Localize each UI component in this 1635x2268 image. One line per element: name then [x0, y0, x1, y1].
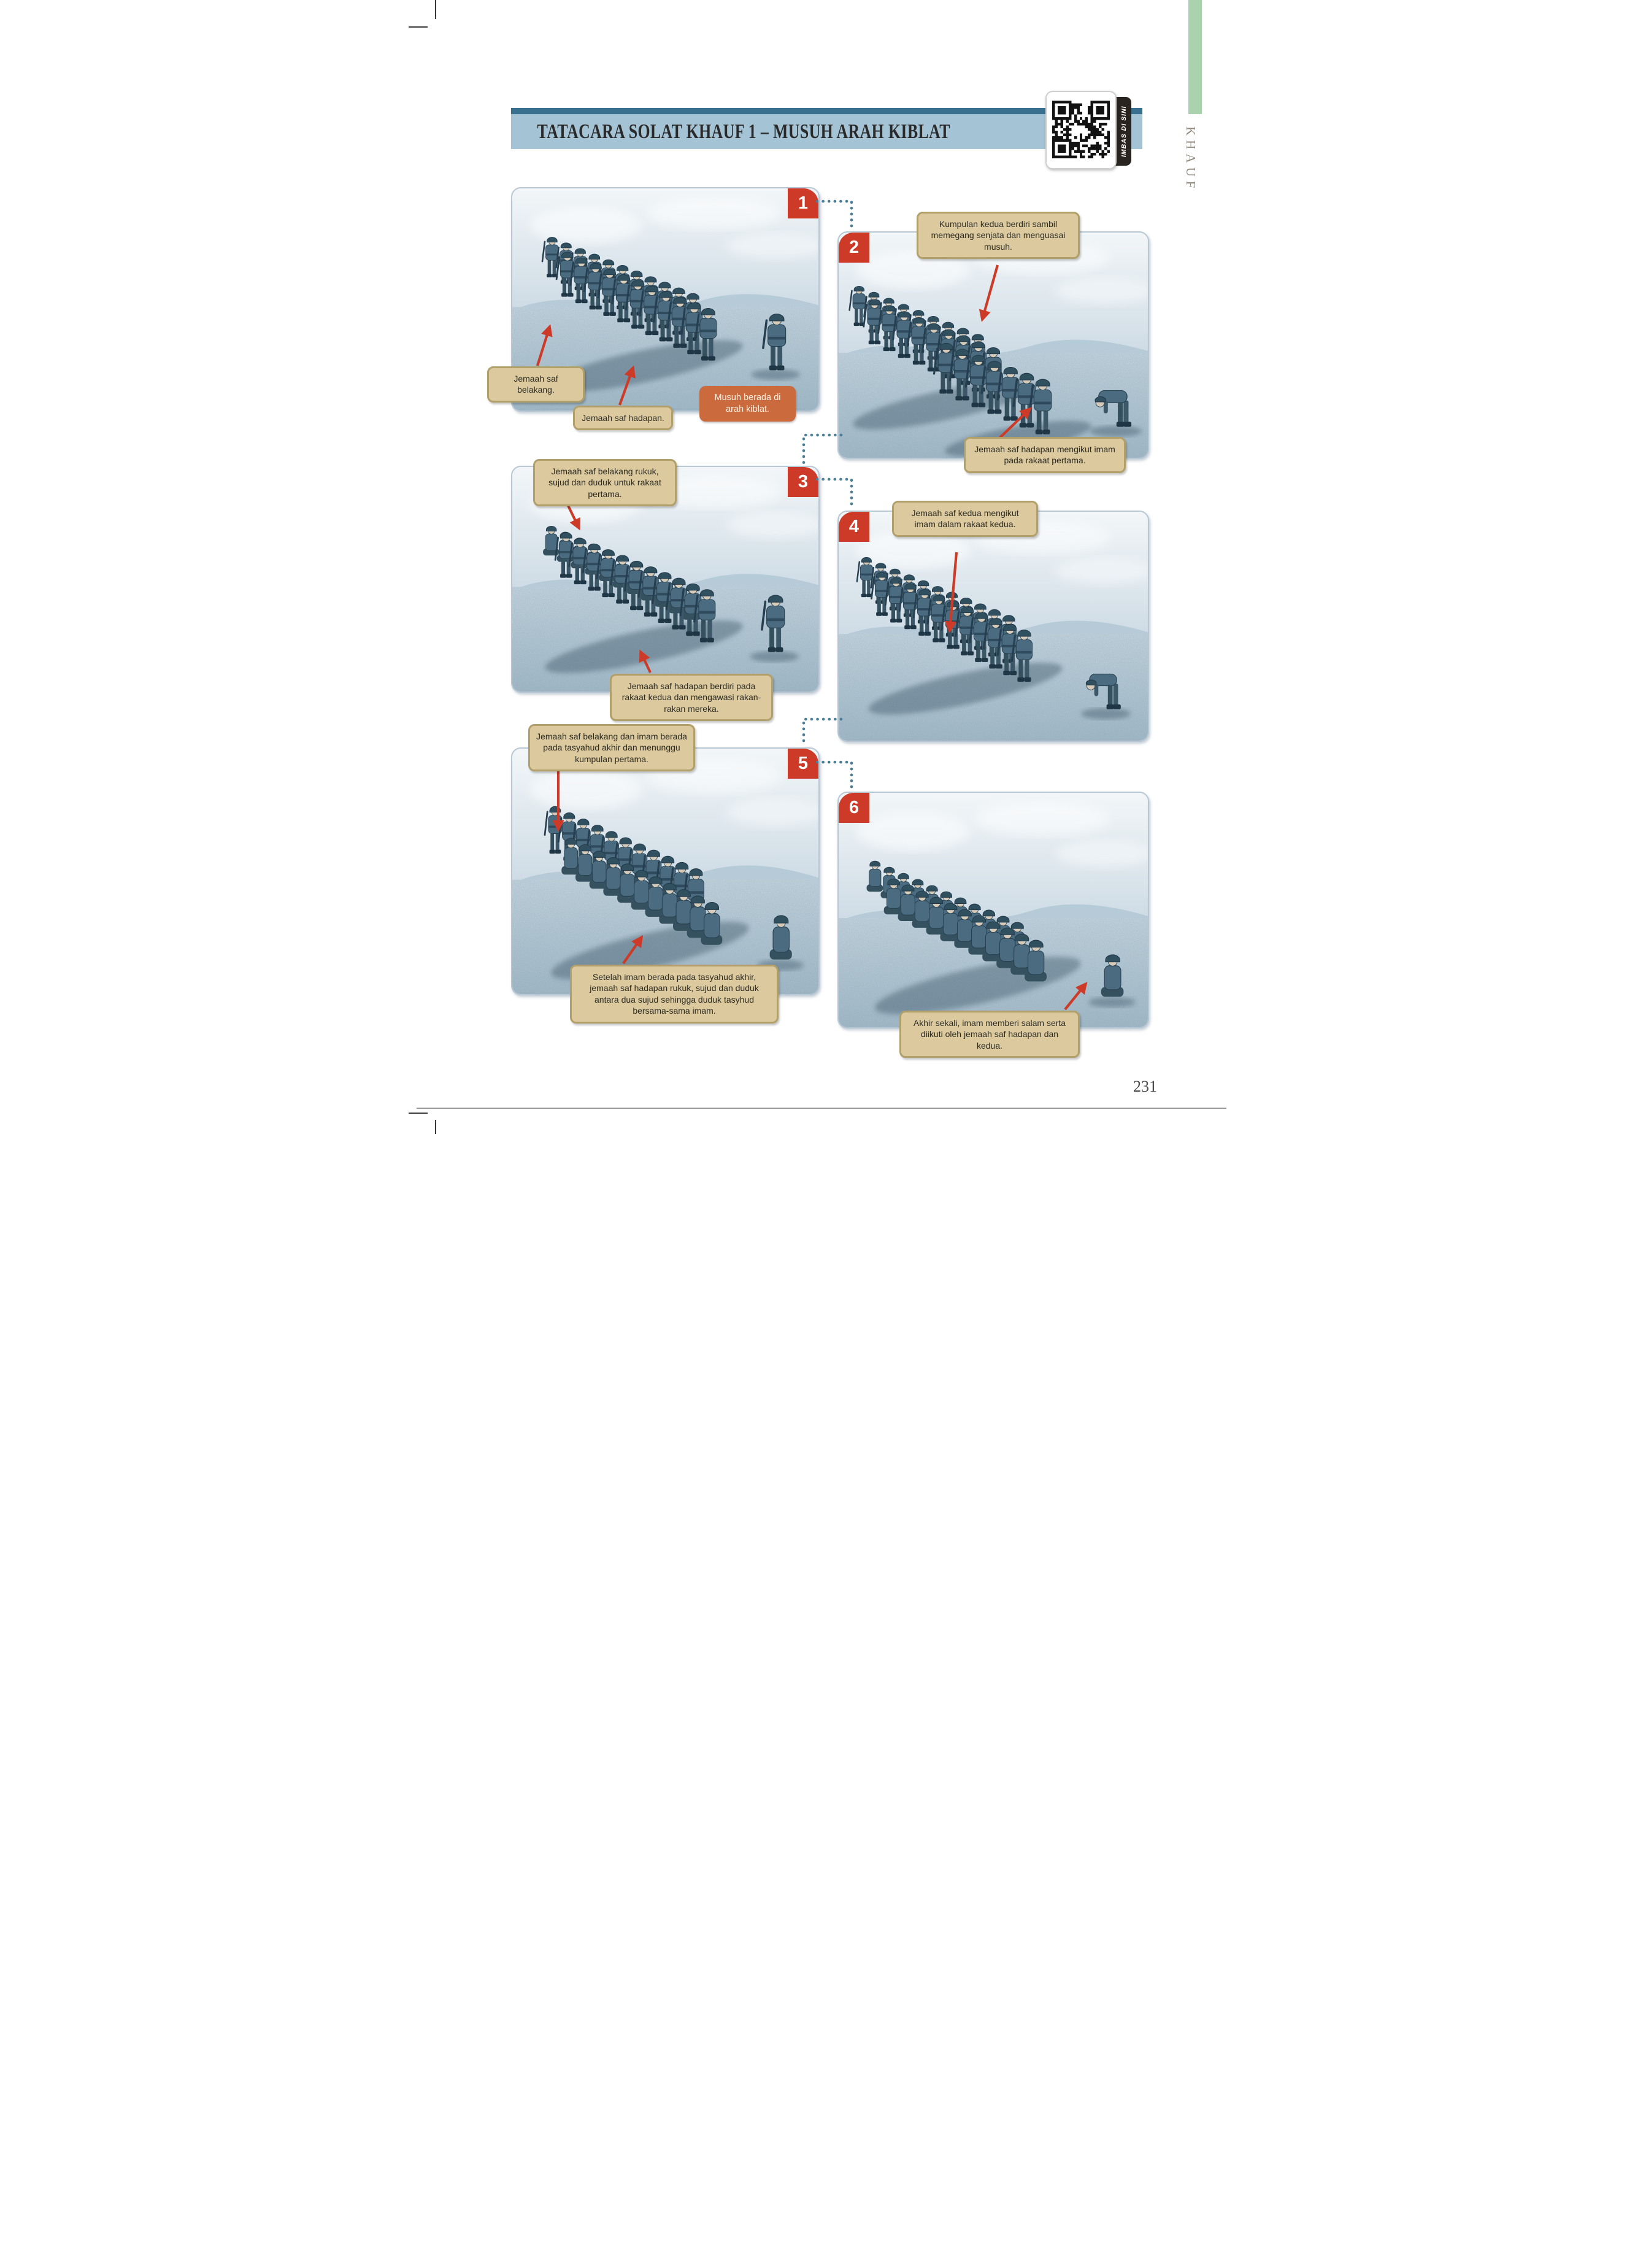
callout-saf-kedua-mengikut: Jemaah saf kedua mengikut imam dalam rak…: [892, 501, 1038, 537]
page-number: 231: [1133, 1078, 1157, 1095]
textbook-page: TATACARA SOLAT KHAUF 1 – MUSUH ARAH KIBL…: [409, 0, 1226, 1134]
qr-code-pattern: [1052, 101, 1110, 158]
crop-mark-top-left-horizontal: [409, 26, 428, 28]
crop-mark-top-left-vertical: [435, 0, 436, 19]
chapter-tab-bar: [1188, 0, 1202, 114]
callout-saf-belakang: Jemaah saf belakang.: [487, 366, 585, 403]
callout-saf-hadapan: Jemaah saf hadapan.: [573, 406, 673, 431]
qr-code: [1045, 91, 1117, 169]
illustration-step-5: [512, 749, 818, 994]
callout-saf-belakang-rukuk: Jemaah saf belakang rukuk, sujud dan dud…: [533, 459, 677, 507]
chapter-side-label: KHAUF: [1183, 126, 1198, 193]
callout-saf-hadapan-berdiri: Jemaah saf hadapan berdiri pada rakaat k…: [610, 674, 773, 722]
step-number-badge-4: 4: [839, 512, 869, 542]
crop-mark-bottom-left-vertical: [435, 1120, 436, 1134]
footer-rule: [417, 1108, 1226, 1109]
illustration-step-6: [839, 793, 1148, 1027]
crop-mark-bottom-left-horizontal: [409, 1113, 428, 1114]
step-number-badge-2: 2: [839, 233, 869, 263]
callout-musuh-kiblat: Musuh berada di arah kiblat.: [699, 386, 796, 422]
connector-3-4: [815, 477, 853, 511]
connector-1-2: [815, 199, 853, 231]
step-number-badge-5: 5: [788, 749, 818, 779]
qr-tab-label: IMBAS DI SINI: [1120, 106, 1128, 157]
illustration-step-2: [839, 233, 1148, 458]
panel-step-5: 5: [511, 747, 820, 995]
step-number-badge-3: 3: [788, 467, 818, 497]
title-band: TATACARA SOLAT KHAUF 1 – MUSUH ARAH KIBL…: [511, 114, 1142, 149]
callout-tasyahud-akhir: Jemaah saf belakang dan imam berada pada…: [528, 724, 695, 772]
callout-setelah-imam: Setelah imam berada pada tasyahud akhir,…: [570, 965, 779, 1024]
callout-kumpulan-kedua: Kumpulan kedua berdiri sambil memegang s…: [917, 212, 1080, 260]
callout-akhir-sekali: Akhir sekali, imam memberi salam serta d…: [899, 1011, 1080, 1059]
connector-5-6: [815, 760, 853, 792]
title-band-stripe: [511, 108, 1142, 114]
panel-step-6: 6: [837, 792, 1149, 1028]
step-number-badge-6: 6: [839, 793, 869, 823]
step-number-badge-1: 1: [788, 188, 818, 218]
connector-4-5: [802, 717, 843, 747]
page-title: TATACARA SOLAT KHAUF 1 – MUSUH ARAH KIBL…: [537, 120, 950, 143]
panel-step-2: 2: [837, 231, 1149, 459]
callout-saf-hadapan-mengikut: Jemaah saf hadapan mengikut imam pada ra…: [964, 437, 1126, 473]
illustration-step-4: [839, 512, 1148, 741]
panel-step-4: 4: [837, 511, 1149, 742]
connector-2-3: [802, 433, 843, 466]
